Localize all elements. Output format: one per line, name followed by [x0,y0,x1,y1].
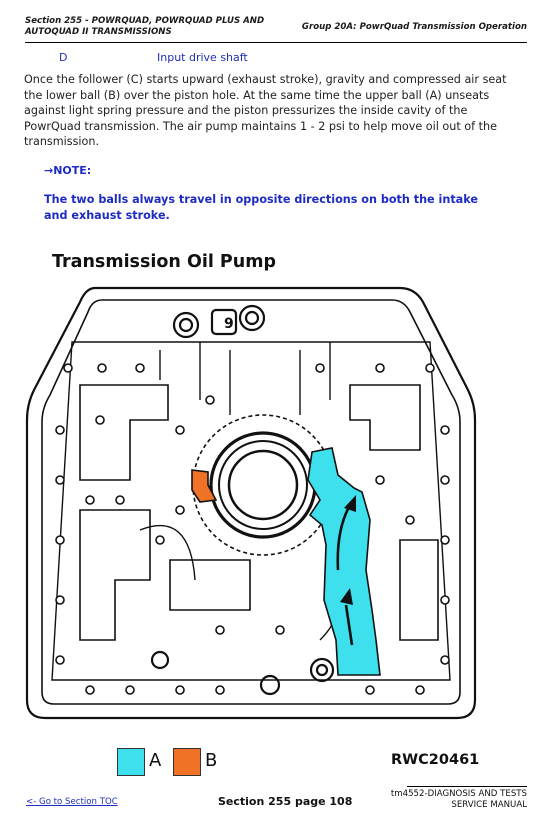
callout-row: D Input drive shaft [59,51,248,64]
figure-code: RWC20461 [391,752,480,768]
page-header: Section 255 - POWRQUAD, POWRQUAD PLUS AN… [25,16,527,40]
section-title-line2: AUTOQUAD II TRANSMISSIONS [25,27,172,37]
note-text: The two balls always travel in opposite … [44,193,478,222]
callout-key: D [59,51,68,64]
legend-swatch-a [117,748,145,776]
manual-title: tm4552-DIAGNOSIS AND TESTS SERVICE MANUA… [391,789,527,811]
legend-label-b: B [205,750,218,771]
figure-title: Transmission Oil Pump [52,252,276,272]
page-number: Section 255 page 108 [218,795,353,808]
go-to-toc-link[interactable]: <- Go to Section TOC [26,797,118,807]
legend-label-a: A [149,750,162,771]
manual-title-line2: SERVICE MANUAL [451,800,527,810]
footer-divider [407,786,527,787]
section-title: Section 255 - POWRQUAD, POWRQUAD PLUS AN… [25,16,264,38]
legend-swatch-b [173,748,201,776]
group-title: Group 20A: PowrQuad Transmission Operati… [301,22,527,32]
callout-value: Input drive shaft [157,51,248,64]
body-paragraph: Once the follower (C) starts upward (exh… [24,73,507,148]
section-title-line1: Section 255 - POWRQUAD, POWRQUAD PLUS AN… [25,16,265,26]
note-label: →NOTE: [44,164,92,177]
diagram-label: 9 [224,316,234,332]
oil-pump-diagram: 9 [25,286,477,720]
header-divider [25,42,527,43]
manual-title-line1: tm4552-DIAGNOSIS AND TESTS [390,789,527,799]
